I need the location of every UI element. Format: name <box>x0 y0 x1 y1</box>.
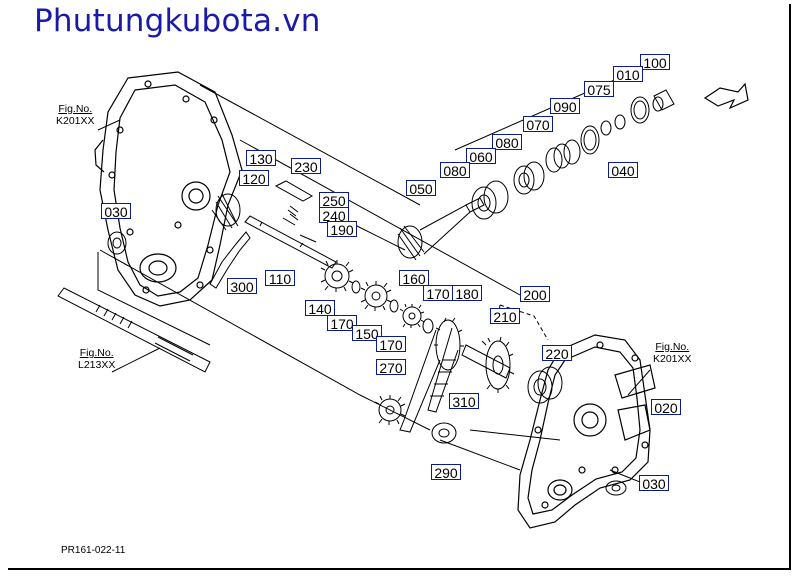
fig-ref-label: Fig.No. <box>79 347 114 359</box>
shift-fork-300 <box>209 231 251 289</box>
sprocket-150 <box>360 281 392 311</box>
bearing-upper-1 <box>471 180 509 220</box>
lower-input-shaft <box>57 287 211 373</box>
main-shaft <box>244 215 337 269</box>
callout-060[interactable]: 060 <box>466 148 496 165</box>
left-gear-case <box>94 71 243 307</box>
callout-130[interactable]: 130 <box>246 150 276 167</box>
sprocket-270 <box>374 395 406 425</box>
callout-120[interactable]: 120 <box>239 170 269 187</box>
sprocket-180 <box>434 317 464 371</box>
bearing-030-lower-right <box>605 480 627 496</box>
snap-ring-upper <box>580 125 600 155</box>
fig-ref-number: K201XX <box>653 353 692 365</box>
callout-180[interactable]: 180 <box>452 285 482 302</box>
page-frame <box>8 4 791 570</box>
callout-090[interactable]: 090 <box>550 98 580 115</box>
callout-220[interactable]: 220 <box>542 345 572 362</box>
cap-upper <box>652 89 675 112</box>
callout-170-a[interactable]: 170 <box>423 285 453 302</box>
leader-line <box>354 224 406 251</box>
fig-ref-label: Fig.No. <box>655 341 690 353</box>
drive-chain <box>399 327 459 433</box>
fig-ref-label: Fig.No. <box>58 103 93 115</box>
callout-040[interactable]: 040 <box>608 162 638 179</box>
leader-line <box>439 439 521 471</box>
callout-020[interactable]: 020 <box>651 399 681 416</box>
watermark-text: Phutungkubota.vn <box>34 3 321 39</box>
seal-rings <box>545 139 581 173</box>
fig-ref-right: Fig.No. K201XX <box>653 341 692 365</box>
fig-ref-number: K201XX <box>56 115 95 127</box>
callout-070[interactable]: 070 <box>523 116 553 133</box>
leader-line <box>609 469 641 483</box>
callout-160[interactable]: 160 <box>399 270 429 287</box>
sprocket-140 <box>320 260 354 292</box>
callout-050[interactable]: 050 <box>406 180 436 197</box>
callout-110[interactable]: 110 <box>265 270 295 287</box>
callout-190[interactable]: 190 <box>327 221 357 238</box>
callout-230[interactable]: 230 <box>291 158 321 175</box>
bevel-gear-small <box>211 193 241 231</box>
pin-240 <box>282 217 296 226</box>
direction-arrow <box>703 82 749 110</box>
callout-310[interactable]: 310 <box>449 393 479 410</box>
callout-170-b[interactable]: 170 <box>327 315 357 332</box>
bearing-290 <box>431 422 457 444</box>
leader-line <box>469 429 561 441</box>
leader-line <box>239 139 521 296</box>
callout-300[interactable]: 300 <box>227 278 257 295</box>
callout-200[interactable]: 200 <box>520 286 550 303</box>
right-gear-cover <box>517 334 656 529</box>
spring-250 <box>287 205 299 221</box>
leader-line <box>97 119 121 131</box>
callout-290[interactable]: 290 <box>431 464 461 481</box>
pin-190 <box>299 234 317 243</box>
callout-250[interactable]: 250 <box>319 192 349 209</box>
callout-170-c[interactable]: 170 <box>376 336 406 353</box>
callout-075[interactable]: 075 <box>584 81 614 98</box>
callout-080-lower[interactable]: 080 <box>440 162 470 179</box>
callout-030-left[interactable]: 030 <box>101 203 131 220</box>
callout-080-upper[interactable]: 080 <box>492 134 522 151</box>
shim-230 <box>274 180 314 202</box>
leader-line <box>627 369 651 396</box>
callout-270[interactable]: 270 <box>376 359 406 376</box>
gear-210 <box>461 336 515 393</box>
callout-150[interactable]: 150 <box>352 325 382 342</box>
diagram-code: PR161-022-11 <box>61 545 126 556</box>
bearing-220 <box>527 366 563 404</box>
fig-ref-number: L213XX <box>78 359 116 371</box>
leader-line <box>97 252 211 346</box>
callout-030-right[interactable]: 030 <box>639 475 669 492</box>
fig-ref-bottom: Fig.No. L213XX <box>78 347 115 371</box>
callout-210[interactable]: 210 <box>490 308 520 325</box>
callout-100[interactable]: 100 <box>640 54 670 71</box>
fig-ref-left: Fig.No. K201XX <box>56 103 95 127</box>
bearing-030-lower-left <box>107 231 127 255</box>
callout-140[interactable]: 140 <box>305 300 335 317</box>
bevel-pinion-shaft <box>397 197 485 261</box>
oil-seal-upper <box>630 96 650 124</box>
washer-small-upper <box>600 114 626 136</box>
leader-line <box>199 84 421 206</box>
leader-line <box>111 347 161 373</box>
leader-line <box>99 249 431 431</box>
callout-010[interactable]: 010 <box>613 66 643 83</box>
sprocket-160 <box>399 303 425 328</box>
washers-170 <box>351 280 434 334</box>
bearing-upper-2 <box>513 161 545 195</box>
